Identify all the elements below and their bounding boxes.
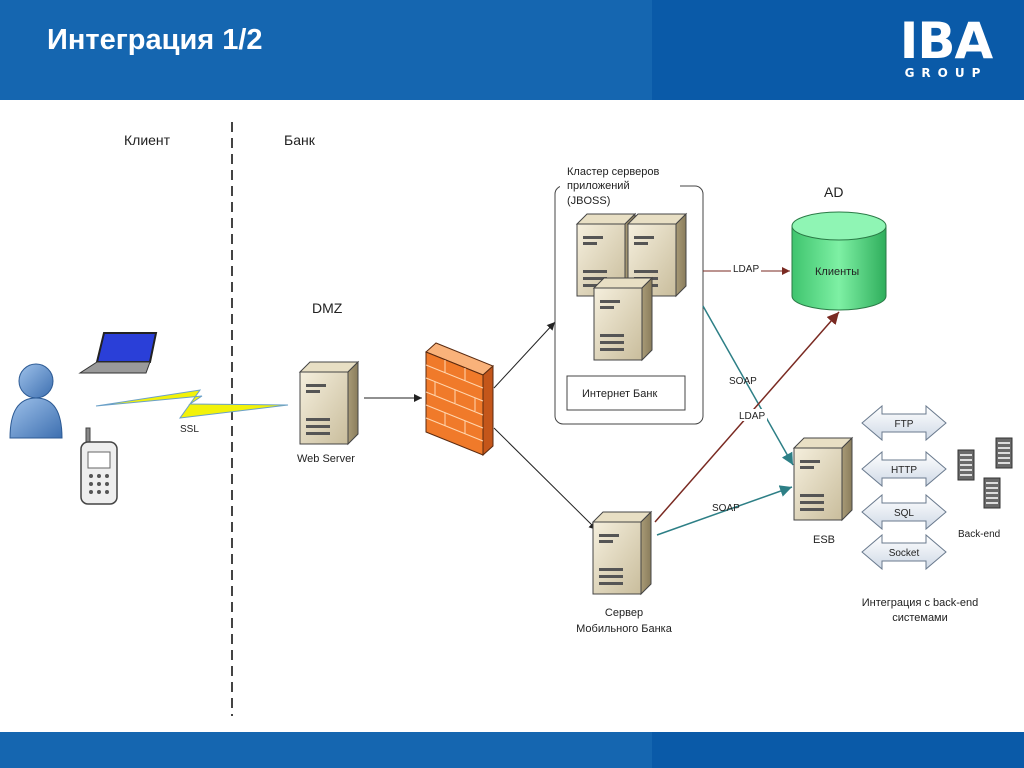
firewall-icon (425, 342, 494, 457)
protocol-arrow-ftp (861, 404, 947, 442)
ldap-top-bg (731, 262, 761, 274)
mobile-phone-icon (80, 427, 118, 505)
protocol-arrow-socket (861, 533, 947, 571)
web-server-label: Web Server (297, 453, 355, 465)
edge-mobile-esb-soap (656, 485, 793, 536)
client-zone-label: Клиент (124, 132, 171, 148)
ldap-mobile-bg (737, 409, 767, 421)
user-icon (9, 363, 63, 439)
clients-database-icon (791, 211, 887, 311)
edge-firewall-mobile (493, 427, 598, 531)
protocol-arrow-http (861, 450, 947, 488)
backend-caption-line2: системами (892, 612, 948, 624)
mobile-server-label-line1: Сервер (605, 607, 643, 619)
ldap-mobile-label: LDAP (739, 411, 765, 422)
cluster-label-bg (560, 162, 680, 210)
footer-band-left (0, 732, 652, 768)
esb-server-icon (793, 437, 853, 521)
cluster-label-line1: Кластер серверов (567, 166, 659, 178)
backend-label: Back-end (958, 529, 1000, 540)
internet-bank-label: Интернет Банк (582, 388, 657, 400)
page-title: Интеграция 1/2 (47, 24, 263, 56)
dmz-label: DMZ (312, 300, 343, 316)
bank-zone-label: Банк (284, 132, 316, 148)
soap-mobile-label: SOAP (712, 503, 740, 514)
soap-cluster-label: SOAP (729, 376, 757, 387)
web-server-icon (299, 361, 359, 445)
protocol-arrow-sql (861, 493, 947, 531)
esb-label: ESB (813, 534, 835, 546)
protocol-ftp-label: FTP (895, 419, 914, 430)
edge-cluster-esb-soap (702, 305, 794, 466)
backend-caption-line1: Интеграция с back-end (862, 597, 979, 609)
protocol-http-label: HTTP (891, 465, 917, 476)
internet-bank-box (566, 375, 686, 411)
protocol-sql-label: SQL (894, 508, 914, 519)
iba-logo-subtitle: GROUP (904, 66, 988, 80)
cluster-label-line2: приложений (567, 180, 630, 192)
header-bar: Интеграция 1/2 IBA GROUP (0, 0, 1024, 100)
footer-bar (0, 732, 1024, 768)
mobile-bank-server-icon (592, 511, 652, 595)
cluster-label-line3: (JBOSS) (567, 195, 610, 207)
clients-db-label: Клиенты (815, 266, 859, 278)
ssl-label: SSL (180, 424, 199, 435)
laptop-icon (78, 332, 158, 374)
header-band-left (0, 0, 652, 100)
backend-server-1-icon (957, 449, 975, 481)
edge-firewall-cluster (493, 321, 556, 389)
ldap-top-label: LDAP (733, 264, 759, 275)
footer-band-right (652, 732, 1024, 768)
backend-server-2-icon (995, 437, 1013, 469)
protocol-socket-label: Socket (889, 548, 920, 559)
ad-label: AD (824, 184, 843, 200)
mobile-server-label-line2: Мобильного Банка (576, 623, 673, 635)
iba-logo: IBA (899, 12, 993, 70)
ssl-lightning-icon (95, 389, 289, 419)
cluster-server-3-icon (593, 277, 653, 361)
backend-server-3-icon (983, 477, 1001, 509)
header-band-right (652, 0, 1024, 100)
